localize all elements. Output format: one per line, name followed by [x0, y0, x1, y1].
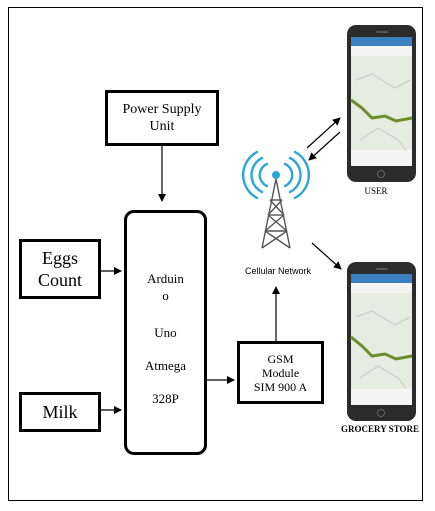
gsm-label-line3: SIM 900 A — [253, 379, 308, 394]
gsm-module-block: GSM Module SIM 900 A — [237, 341, 324, 404]
grocery-store-label: GROCERY STORE — [341, 424, 419, 434]
milk-label: Milk — [42, 401, 78, 422]
arduino-label-line2: o — [162, 288, 169, 303]
arduino-label-line4: Atmega — [144, 358, 187, 373]
arduino-block: Arduin o Uno Atmega 328P — [124, 210, 207, 455]
user-label: USER — [364, 186, 388, 196]
cellular-network-label: Cellular Network — [244, 266, 312, 276]
arrow-user-to-network — [308, 131, 341, 161]
arduino-label-line1: Arduin — [147, 271, 184, 286]
smartphone-icon — [347, 25, 416, 182]
eggs-label-line2: Count — [37, 270, 82, 290]
arrow-network-to-grocery — [311, 242, 342, 270]
cell-tower-icon — [241, 150, 311, 249]
smartphone-icon — [347, 262, 416, 421]
power-supply-label-line1: Power Supply — [122, 102, 202, 117]
eggs-label-line1: Eggs — [41, 248, 78, 268]
gsm-label-line1: GSM — [267, 351, 294, 366]
eggs-count-block: Eggs Count — [19, 239, 101, 299]
gsm-label-line2: Module — [261, 365, 300, 380]
arrow-network-to-user — [306, 117, 341, 149]
arduino-label-line3: Uno — [154, 325, 177, 340]
power-supply-block: Power Supply Unit — [105, 90, 219, 146]
milk-block: Milk — [19, 392, 101, 432]
power-supply-label-line2: Unit — [149, 119, 175, 134]
arduino-label-line5: 328P — [152, 391, 179, 406]
